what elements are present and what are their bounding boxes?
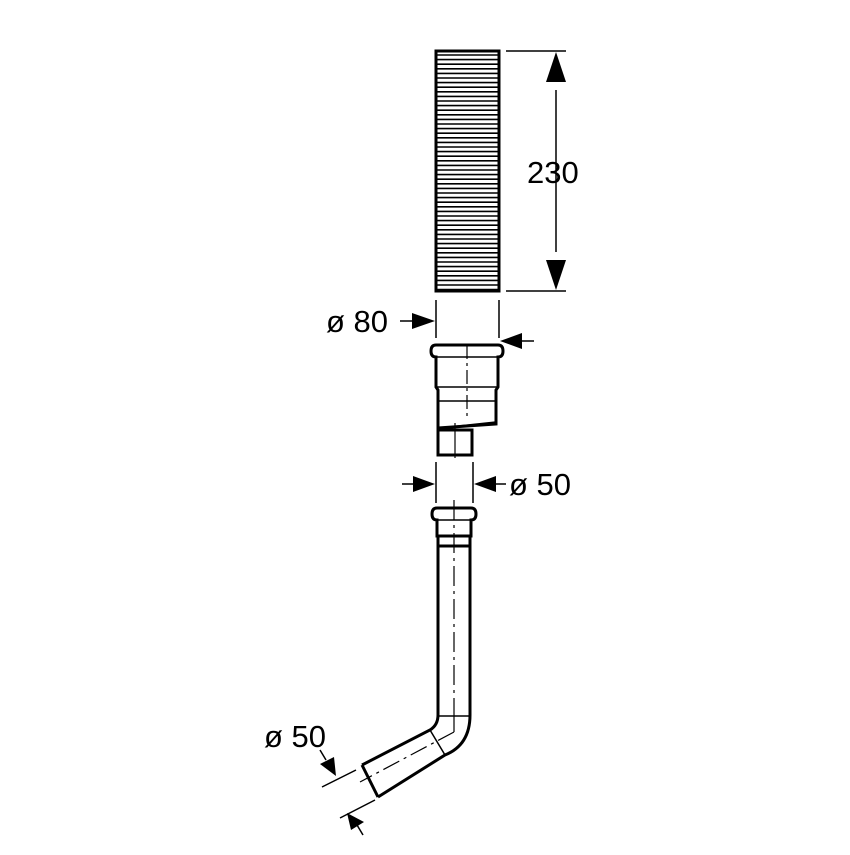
adapter-outlet-diameter-dimension: ø 50 xyxy=(402,462,571,503)
length-dimension: 230 xyxy=(506,50,579,292)
length-label: 230 xyxy=(527,155,579,190)
adapter-outlet-diameter-label: ø 50 xyxy=(509,467,571,502)
reducer-adapter xyxy=(429,343,505,458)
bend-outlet-diameter-label: ø 50 xyxy=(264,719,326,754)
bend-outlet-diameter-dimension: ø 50 xyxy=(264,719,376,836)
corrugated-hose xyxy=(434,49,501,293)
bent-drain-pipe xyxy=(359,500,478,799)
hose-diameter-dimension: ø 80 xyxy=(326,300,534,349)
hose-diameter-label: ø 80 xyxy=(326,304,388,339)
